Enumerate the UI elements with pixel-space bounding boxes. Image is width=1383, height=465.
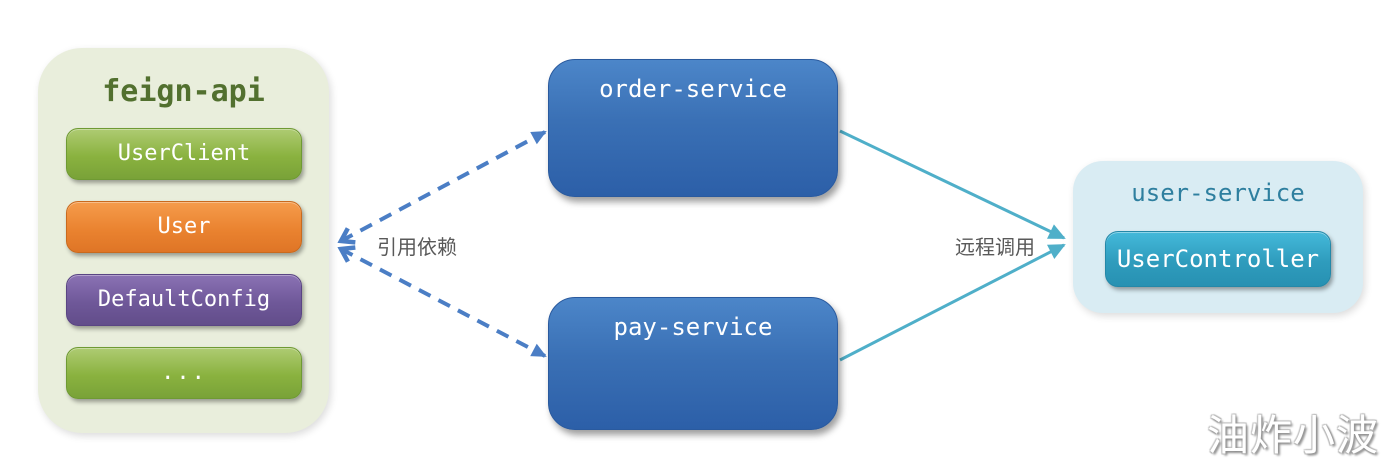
- pay-service-label: pay-service: [613, 313, 773, 341]
- dashed-arrow-feign-pay: [341, 249, 545, 358]
- feign-item-more: ...: [66, 347, 302, 399]
- solid-arrow-pay-user: [839, 243, 1066, 362]
- user-service-title: user-service: [1131, 179, 1305, 207]
- feign-item-defaultconfig: DefaultConfig: [66, 274, 302, 326]
- dashed-arrow-feign-order: [341, 130, 545, 241]
- order-service-label: order-service: [599, 75, 787, 103]
- feign-item-user: User: [66, 201, 302, 253]
- solid-arrow-order-user: [839, 129, 1066, 240]
- feign-item-userclient: UserClient: [66, 128, 302, 180]
- watermark: 油炸小波: [1206, 414, 1379, 460]
- edge-label-remote-call: 远程调用: [955, 237, 1035, 259]
- feign-api-title: feign-api: [102, 74, 265, 109]
- order-service-node: order-service: [548, 59, 838, 197]
- edge-label-dependency: 引用依赖: [377, 237, 457, 259]
- pay-service-node: pay-service: [548, 297, 838, 430]
- user-controller-node: UserController: [1105, 231, 1331, 287]
- feign-api-panel: feign-api UserClient User DefaultConfig …: [38, 48, 329, 433]
- user-service-panel: user-service UserController: [1073, 161, 1363, 313]
